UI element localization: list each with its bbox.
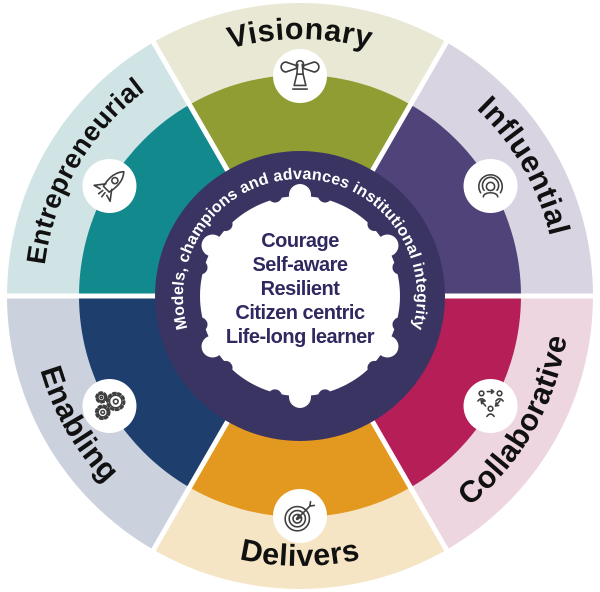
scallop-bump [201, 335, 224, 358]
scallop-notch [267, 188, 282, 203]
scallop-notch [367, 360, 382, 375]
scallop-bump [376, 335, 399, 358]
scallop-notch [193, 317, 208, 332]
scallop-bump [289, 184, 311, 206]
segment-divider [148, 35, 234, 178]
scallop-notch [218, 360, 233, 375]
scallop-notch [267, 389, 282, 404]
segment-divider [366, 35, 452, 178]
scallop-bump [201, 234, 224, 257]
entrepreneurial-icon-circle [82, 159, 137, 213]
scallop-notch [218, 217, 233, 232]
center-value: Courage [261, 230, 339, 252]
scallop-notch [367, 217, 382, 232]
visionary-icon-circle [273, 49, 327, 103]
scallop-bump [289, 386, 311, 408]
influential-icon-circle [463, 159, 518, 213]
segment-divider [366, 414, 452, 557]
label-text-delivers: Delivers [238, 533, 362, 573]
center-circle [193, 184, 407, 408]
center-value: Life-long learner [226, 326, 375, 348]
label-delivers: Delivers [238, 533, 362, 573]
scallop-notch [318, 389, 333, 404]
scallop-notch [392, 317, 407, 332]
center-value: Resilient [261, 278, 341, 300]
center-value: Citizen centric [235, 302, 365, 324]
scallop-notch [318, 188, 333, 203]
center-value: Self-aware [252, 254, 347, 276]
scallop-notch [392, 260, 407, 275]
segment-divider [148, 414, 234, 557]
scallop-bump [376, 234, 399, 257]
scallop-notch [193, 260, 208, 275]
